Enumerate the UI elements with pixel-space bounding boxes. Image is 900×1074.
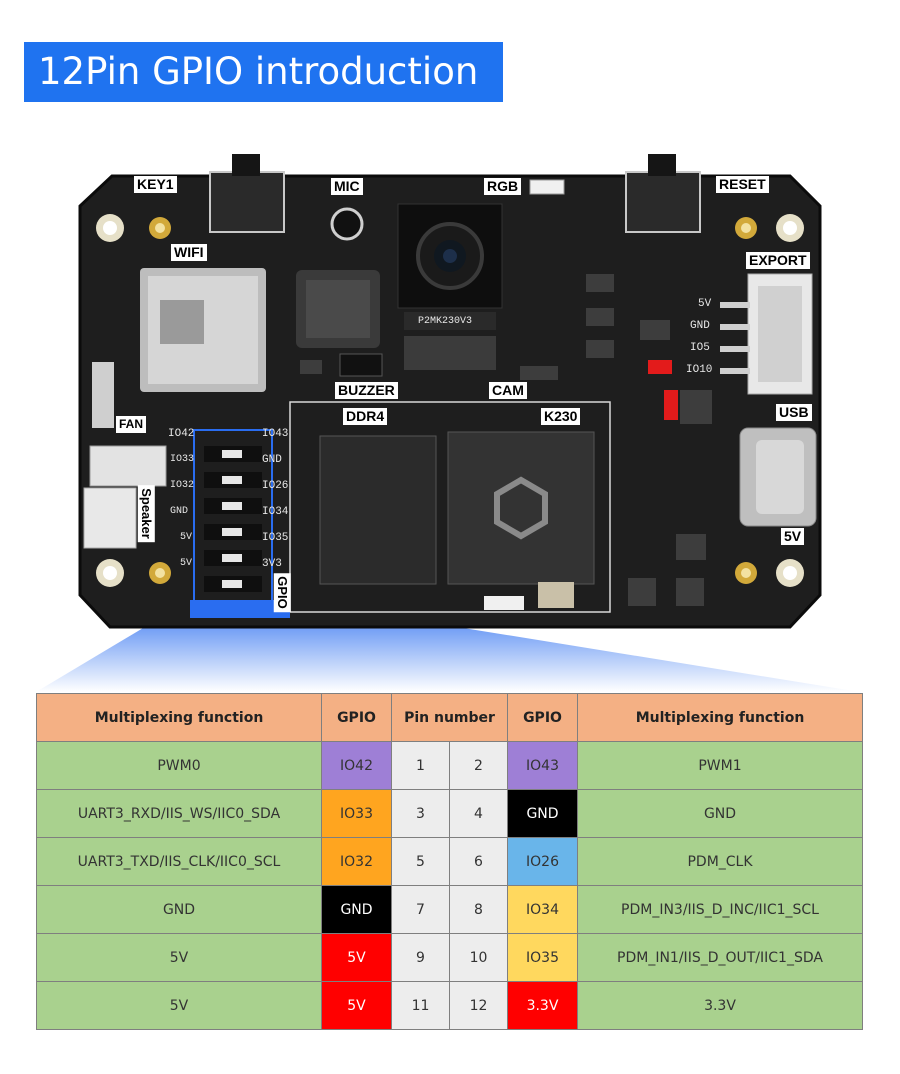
reset-button [625, 171, 701, 233]
right-function-cell: PDM_CLK [577, 837, 863, 886]
silk-header-right-3: IO26 [262, 480, 289, 492]
silk-header-right-5: IO35 [262, 532, 289, 544]
right-function-cell: GND [577, 789, 863, 838]
fan-connector [89, 445, 167, 487]
left-function-cell: GND [36, 885, 322, 934]
left-gpio-cell: GND [321, 885, 392, 934]
label-wifi: WIFI [171, 244, 207, 261]
pin-number-odd-cell: 1 [391, 741, 450, 790]
pin-number-even-cell: 2 [449, 741, 508, 790]
silk-header-left-1: IO42 [168, 428, 195, 440]
pin-number-even-cell: 4 [449, 789, 508, 838]
label-usb: USB [776, 404, 812, 421]
header-right-function: Multiplexing function [577, 693, 863, 742]
silk-header-left-5: 5V [180, 532, 193, 543]
speaker-connector [83, 487, 137, 549]
header-right-gpio: GPIO [507, 693, 578, 742]
key1-button [209, 171, 285, 233]
mic [330, 207, 364, 241]
label-reset: RESET [716, 176, 769, 193]
right-function-cell: PWM1 [577, 741, 863, 790]
label-5v: 5V [781, 528, 805, 545]
label-speaker: Speaker [137, 485, 155, 542]
silk-header-right-4: IO34 [262, 506, 289, 518]
silk-export-io5: IO5 [690, 342, 710, 354]
mounting-holes [96, 214, 804, 587]
label-mic: MIC [331, 178, 363, 195]
gpio-pin-table: Multiplexing function GPIO Pin number GP… [36, 693, 863, 1030]
left-function-cell: UART3_RXD/IIS_WS/IIC0_SDA [36, 789, 322, 838]
label-key1: KEY1 [134, 176, 177, 193]
right-gpio-cell: IO43 [507, 741, 578, 790]
right-gpio-cell: IO34 [507, 885, 578, 934]
board-illustration: KEY1 MIC RGB RESET WIFI EXPORT FAN BUZZE… [0, 140, 900, 700]
silk-header-right-2: GND [262, 454, 282, 466]
right-gpio-cell: IO35 [507, 933, 578, 982]
right-gpio-cell: IO26 [507, 837, 578, 886]
header-left-function: Multiplexing function [36, 693, 322, 742]
silk-export-io10: IO10 [686, 364, 713, 376]
label-k230: K230 [541, 408, 581, 425]
gpio-header-pins [204, 446, 262, 592]
silk-header-left-2: IO33 [170, 454, 195, 465]
label-ddr4: DDR4 [343, 408, 388, 425]
left-gpio-cell: IO32 [321, 837, 392, 886]
right-gpio-cell: GND [507, 789, 578, 838]
label-export: EXPORT [746, 252, 810, 269]
pin-number-even-cell: 8 [449, 885, 508, 934]
label-rgb: RGB [484, 178, 522, 195]
pin-number-odd-cell: 7 [391, 885, 450, 934]
silk-header-left-4: GND [170, 506, 189, 517]
pin-number-even-cell: 10 [449, 933, 508, 982]
right-function-cell: PDM_IN1/IIS_D_OUT/IIC1_SDA [577, 933, 863, 982]
board-graphic [36, 154, 860, 692]
left-function-cell: UART3_TXD/IIS_CLK/IIC0_SCL [36, 837, 322, 886]
pin-number-odd-cell: 11 [391, 981, 450, 1030]
silk-camera-part: P2MK230V3 [418, 316, 473, 327]
silk-export-5v: 5V [698, 298, 712, 310]
silk-export-gnd: GND [690, 320, 710, 332]
page-title: 12Pin GPIO introduction [24, 42, 503, 102]
left-function-cell: PWM0 [36, 741, 322, 790]
table-header-row: Multiplexing function GPIO Pin number GP… [36, 693, 863, 742]
left-function-cell: 5V [36, 933, 322, 982]
right-function-cell: 3.3V [577, 981, 863, 1030]
left-gpio-cell: IO33 [321, 789, 392, 838]
label-buzzer: BUZZER [335, 382, 398, 399]
ddr4-chip [319, 435, 437, 585]
silk-header-left-6: 5V [180, 558, 193, 569]
label-cam: CAM [489, 382, 527, 399]
pin-number-odd-cell: 9 [391, 933, 450, 982]
left-gpio-cell: IO42 [321, 741, 392, 790]
k230-chip [447, 431, 595, 585]
header-left-gpio: GPIO [321, 693, 392, 742]
processor-area [289, 401, 611, 613]
left-function-cell: 5V [36, 981, 322, 1030]
right-function-cell: PDM_IN3/IIS_D_INC/IIC1_SCL [577, 885, 863, 934]
header-pin-number: Pin number [391, 693, 508, 742]
right-gpio-cell: 3.3V [507, 981, 578, 1030]
label-gpio: GPIO [273, 573, 291, 612]
left-gpio-cell: 5V [321, 981, 392, 1030]
pin-number-odd-cell: 5 [391, 837, 450, 886]
silk-header-right-1: IO43 [262, 428, 289, 440]
label-fan: FAN [116, 416, 146, 433]
smd-components [300, 274, 712, 606]
pin-number-even-cell: 12 [449, 981, 508, 1030]
silk-header-left-3: IO32 [170, 480, 195, 491]
pin-number-even-cell: 6 [449, 837, 508, 886]
silk-header-right-6: 3V3 [262, 558, 282, 570]
left-gpio-cell: 5V [321, 933, 392, 982]
pin-number-odd-cell: 3 [391, 789, 450, 838]
